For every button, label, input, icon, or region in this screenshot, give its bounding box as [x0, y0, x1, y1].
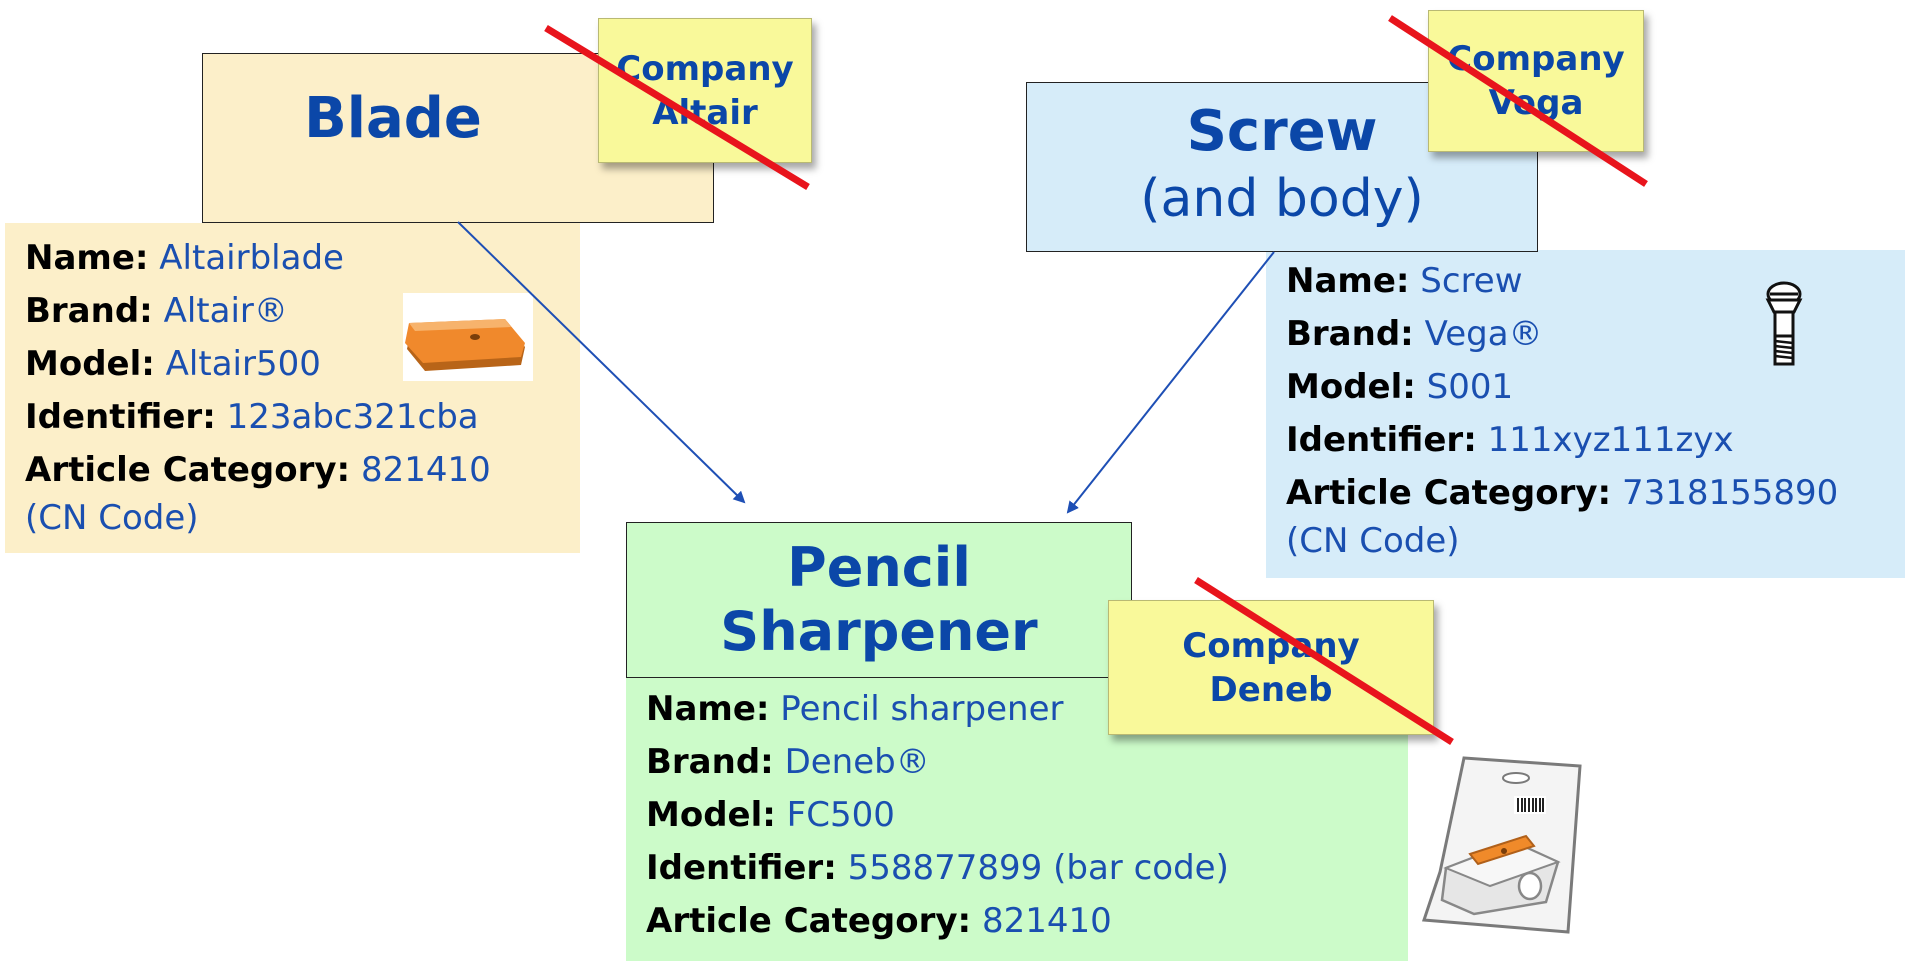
screw-model-key: Model: — [1286, 367, 1416, 407]
blade-category-row: Article Category: 821410 — [25, 449, 491, 491]
blade-identifier-value: 123abc321cba — [226, 397, 479, 437]
blade-title-box: Blade — [202, 53, 714, 223]
screw-model-row: Model: S001 — [1286, 366, 1513, 408]
screw-brand-row: Brand: Vega® — [1286, 313, 1543, 355]
screw-to-sharpener-arrow — [1066, 251, 1275, 514]
screw-category-note: (CN Code) — [1286, 521, 1460, 561]
blade-model-row: Model: Altair500 — [25, 343, 321, 385]
sharpener-brand-key: Brand: — [646, 742, 774, 782]
screw-name-key: Name: — [1286, 261, 1410, 301]
sharpener-category-row: Article Category: 821410 — [646, 900, 1112, 942]
blade-brand-row: Brand: Altair® — [25, 290, 288, 332]
sharpener-category-key: Article Category: — [646, 901, 972, 941]
blade-category-key: Article Category: — [25, 450, 351, 490]
company-vega-note: Company Vega — [1428, 10, 1644, 152]
blade-name-row: Name: Altairblade — [25, 237, 344, 279]
sharpener-brand-row: Brand: Deneb® — [646, 741, 930, 783]
sharpener-identifier-value: 558877899 (bar code) — [847, 848, 1229, 888]
sharpener-model-key: Model: — [646, 795, 776, 835]
company-altair-line1: Company — [616, 48, 794, 89]
screw-title: Screw — [1186, 99, 1378, 164]
blade-name-value: Altairblade — [159, 238, 344, 278]
company-vega-line1: Company — [1447, 39, 1625, 79]
sharpener-title-box: Pencil Sharpener — [626, 522, 1132, 678]
blade-category-note: (CN Code) — [25, 498, 199, 538]
sharpener-category-value: 821410 — [981, 901, 1112, 941]
screw-name-row: Name: Screw — [1286, 260, 1523, 302]
blade-category-value: 821410 — [360, 450, 491, 490]
company-altair-line2: Altair — [652, 92, 758, 133]
sharpener-brand-value: Deneb® — [784, 742, 930, 782]
blade-model-key: Model: — [25, 344, 155, 384]
blade-info-panel: Name: Altairblade Brand: Altair® Model: … — [5, 223, 580, 553]
company-altair-note: Company Altair — [598, 18, 812, 163]
blade-name-key: Name: — [25, 238, 149, 278]
sharpener-identifier-row: Identifier: 558877899 (bar code) — [646, 847, 1229, 889]
screw-icon — [1760, 280, 1808, 370]
blade-identifier-row: Identifier: 123abc321cba — [25, 396, 479, 438]
screw-brand-value: Vega® — [1424, 314, 1543, 354]
sharpener-model-value: FC500 — [786, 795, 895, 835]
screw-identifier-value: 111xyz111zyx — [1487, 420, 1734, 460]
orange-blade-icon — [403, 293, 533, 381]
blade-title: Blade — [304, 85, 482, 151]
sharpener-identifier-key: Identifier: — [646, 848, 837, 888]
sharpener-title-line2: Sharpener — [720, 600, 1038, 663]
screw-subtitle: (and body) — [1140, 169, 1424, 229]
sharpener-model-row: Model: FC500 — [646, 794, 895, 836]
screw-info-panel: Name: Screw Brand: Vega® Model: S001 Ide… — [1266, 250, 1905, 578]
screw-brand-key: Brand: — [1286, 314, 1414, 354]
sharpener-title-line1: Pencil — [787, 536, 971, 599]
screw-category-row: Article Category: 7318155890 — [1286, 472, 1838, 514]
sharpener-name-row: Name: Pencil sharpener — [646, 688, 1063, 730]
packaged-sharpener-icon — [1418, 750, 1590, 936]
company-deneb-line1: Company — [1182, 625, 1360, 666]
screw-name-value: Screw — [1420, 261, 1523, 301]
company-deneb-note: Company Deneb — [1108, 600, 1434, 735]
blade-model-value: Altair500 — [165, 344, 321, 384]
sharpener-info-panel: Name: Pencil sharpener Brand: Deneb® Mod… — [626, 678, 1408, 961]
screw-title-box: Screw (and body) — [1026, 82, 1538, 252]
screw-model-value: S001 — [1426, 367, 1514, 407]
sharpener-name-key: Name: — [646, 689, 770, 729]
company-vega-line2: Vega — [1488, 83, 1584, 123]
screw-category-key: Article Category: — [1286, 473, 1612, 513]
company-deneb-line2: Deneb — [1209, 669, 1333, 710]
blade-identifier-key: Identifier: — [25, 397, 216, 437]
screw-identifier-key: Identifier: — [1286, 420, 1477, 460]
blade-brand-value: Altair® — [163, 291, 288, 331]
blade-brand-key: Brand: — [25, 291, 153, 331]
screw-identifier-row: Identifier: 111xyz111zyx — [1286, 419, 1734, 461]
sharpener-name-value: Pencil sharpener — [780, 689, 1064, 729]
screw-category-value: 7318155890 — [1621, 473, 1839, 513]
